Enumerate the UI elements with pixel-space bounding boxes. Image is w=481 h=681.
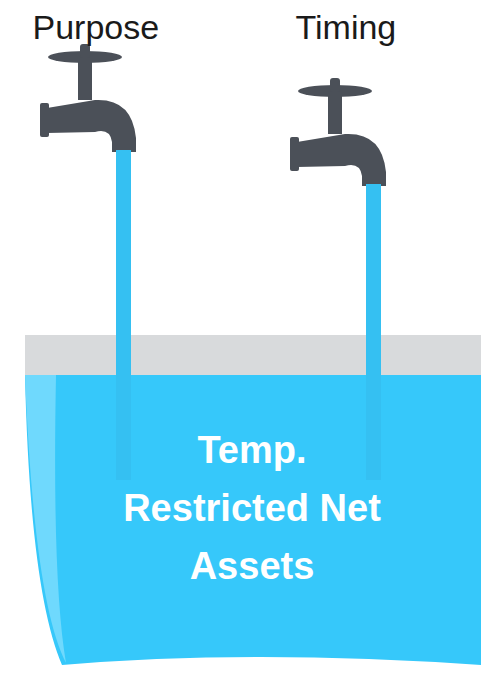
tank-label: Temp. Restricted Net Assets: [117, 421, 387, 595]
water-tank: Temp. Restricted Net Assets: [22, 335, 481, 671]
faucet-label: Timing: [296, 8, 397, 47]
faucet-label: Purpose: [33, 8, 160, 47]
faucet: [40, 44, 136, 152]
faucet: [290, 78, 386, 186]
